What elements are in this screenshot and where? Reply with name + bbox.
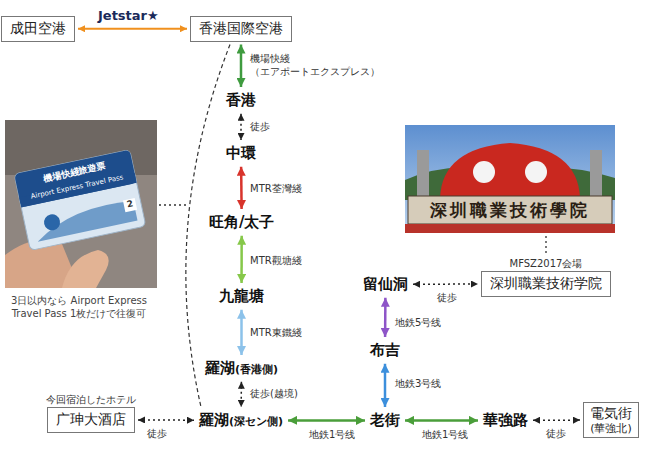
- box-heading: MFSZ2017会場: [510, 258, 583, 271]
- station-name: 老街: [368, 410, 402, 431]
- route-connector: [240, 167, 243, 209]
- route-connector: [240, 236, 243, 283]
- edge-label: 徒歩(越境): [250, 387, 298, 400]
- node-text: 香港国際空港: [199, 20, 283, 36]
- node-text: 香港: [226, 91, 256, 109]
- station-name: 九龍塘: [217, 286, 266, 307]
- station-note: (香港側): [235, 363, 278, 376]
- node-text: 九龍塘: [219, 287, 264, 305]
- place-box: 今回宿泊したホテル广珅大酒店: [47, 407, 135, 433]
- station-name: 華強路: [481, 410, 530, 431]
- edge-label: 徒歩: [437, 291, 457, 304]
- place-box: MFSZ2017会場深圳職業技術学院: [481, 271, 611, 297]
- node-text: 布吉: [370, 341, 400, 359]
- node-text: 旺角/太子: [209, 213, 274, 231]
- edge-label: 徒歩: [147, 427, 167, 440]
- pass-card: [14, 150, 146, 251]
- walk-connector: [240, 382, 242, 407]
- station-name: 香港: [224, 90, 258, 111]
- pillar: [590, 150, 602, 198]
- photo-text: 2: [123, 198, 137, 212]
- white-circle: [473, 161, 495, 183]
- station-name: 旺角/太子: [207, 212, 276, 233]
- school-photo: [405, 125, 615, 233]
- photo-text: 深圳職業技術學院: [430, 199, 590, 221]
- card-band: [14, 150, 136, 208]
- station-name: 羅湖(深セン側): [197, 410, 285, 431]
- node-text: 華強路: [483, 411, 528, 429]
- station-name: 中環: [224, 143, 258, 164]
- flower-structure: [440, 143, 580, 198]
- edge-label: 地鉄3号线: [395, 377, 441, 390]
- card-photo: [5, 120, 157, 288]
- route-connector: [78, 28, 187, 30]
- station-name: 布吉: [368, 340, 402, 361]
- edge-label: 地鉄1号线: [422, 428, 468, 441]
- route-connector: [240, 310, 243, 355]
- node-text: 成田空港: [10, 20, 66, 36]
- station-name: 留仙洞: [361, 274, 410, 295]
- card-art: [33, 199, 137, 242]
- station-name: 羅湖(香港側): [203, 358, 280, 379]
- edge-label: 徒歩: [250, 120, 270, 133]
- route-connector: [384, 298, 387, 337]
- edge-label: 機場快綫 （エアポートエクスプレス）: [250, 52, 400, 78]
- route-connector: [240, 45, 243, 88]
- edge-label: MTR東鐵綫: [250, 326, 302, 339]
- route-connector: [288, 419, 365, 422]
- node-text: 留仙洞: [363, 275, 408, 293]
- edge-label: MTR觀塘綫: [250, 254, 302, 267]
- walk-connector: [138, 419, 194, 421]
- node-text: 深圳職業技術学院: [490, 275, 602, 291]
- white-circle: [525, 161, 547, 183]
- leader-line: [545, 236, 546, 253]
- box-text: (華強北): [590, 422, 632, 435]
- card-logo: [43, 213, 62, 232]
- thumb: [62, 250, 109, 288]
- node-text: 中環: [226, 144, 256, 162]
- node-text: 羅湖: [205, 359, 235, 377]
- leader-line: [159, 204, 186, 205]
- node-text: 羅湖: [199, 411, 229, 429]
- place-box: 電気街(華強北): [583, 402, 639, 438]
- route-connector: [384, 364, 387, 407]
- edge-label: MTR荃灣綫: [250, 182, 302, 195]
- route-connector: [405, 419, 478, 422]
- node-text: 老街: [370, 411, 400, 429]
- place-box: 成田空港: [1, 16, 75, 42]
- edge-label: Jetstar★: [98, 8, 159, 25]
- box-heading: 今回宿泊したホテル: [46, 394, 136, 407]
- walk-connector: [533, 419, 580, 421]
- flower-bed: [405, 224, 615, 233]
- edge-label: 地鉄5号线: [395, 316, 441, 329]
- card-band: [19, 173, 137, 207]
- walk-connector: [413, 283, 478, 285]
- box-text: 電気街: [590, 405, 632, 422]
- edge-label: 徒歩: [546, 427, 566, 440]
- photo-caption: 3日以内なら Airport Express Travel Pass 1枚だけで…: [3, 294, 155, 320]
- pillar: [417, 150, 429, 198]
- edge-label: 地鉄1号线: [309, 428, 355, 441]
- node-text: 广珅大酒店: [56, 411, 126, 427]
- walk-connector: [240, 114, 242, 140]
- station-note: (深セン側): [229, 415, 283, 428]
- place-box: 香港国際空港: [190, 16, 292, 42]
- school-sign: [408, 196, 612, 224]
